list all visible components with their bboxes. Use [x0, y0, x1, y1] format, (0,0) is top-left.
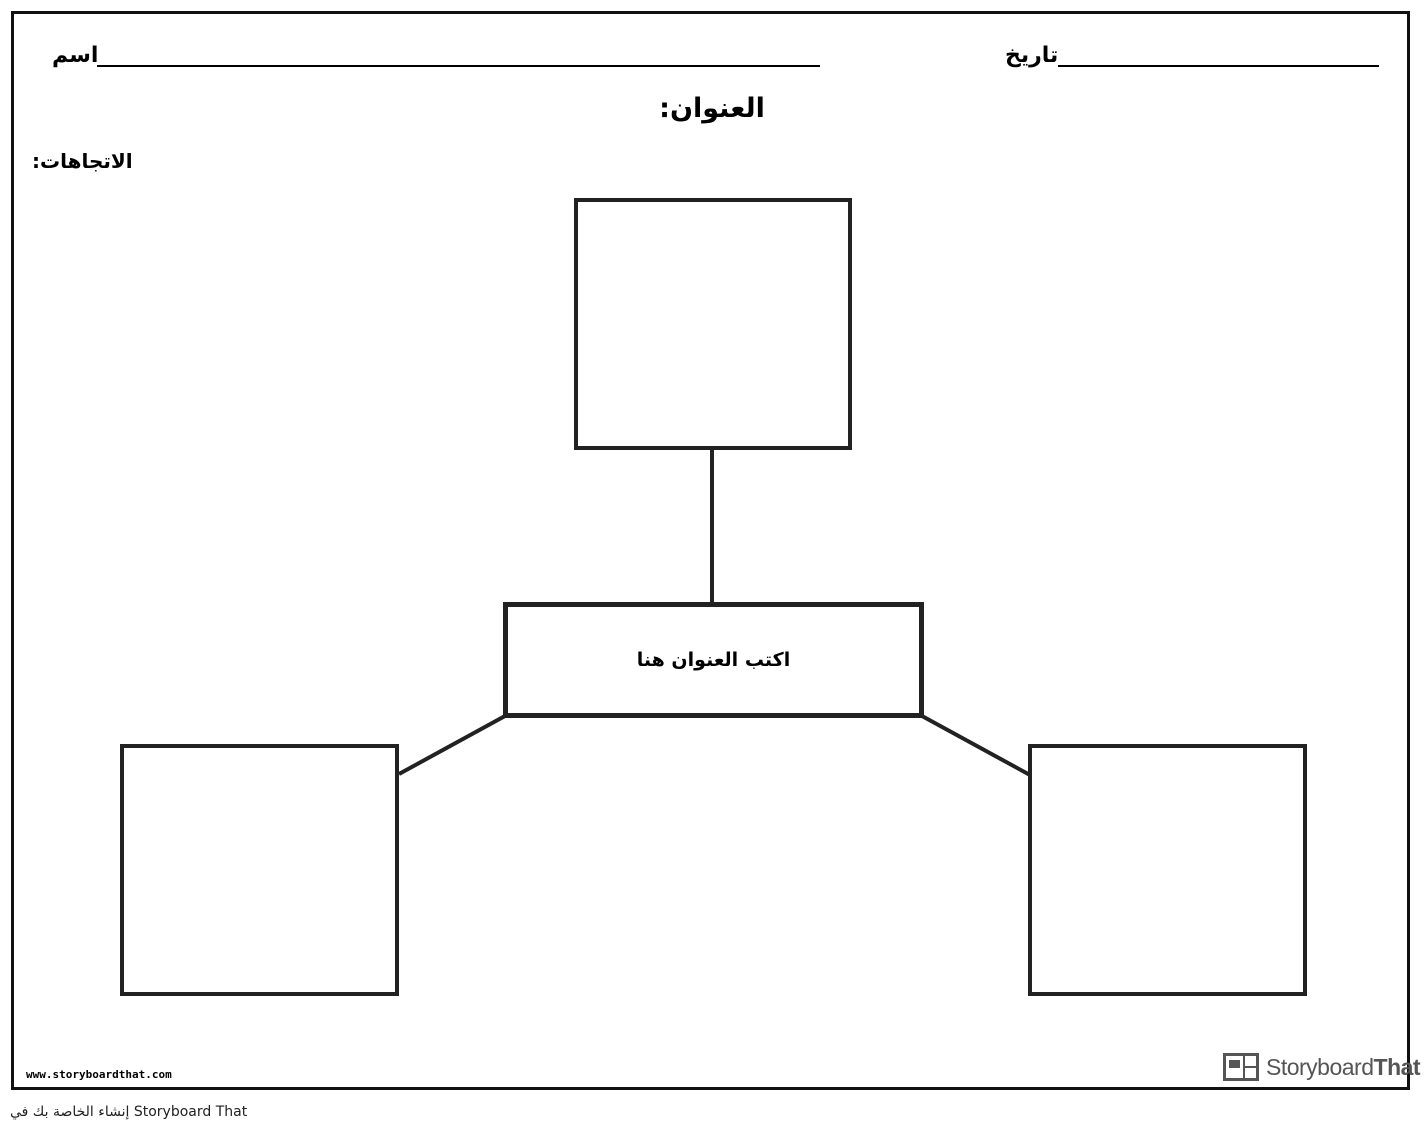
right-box[interactable] [1028, 744, 1307, 996]
brand-name-part1: Storyboard [1266, 1053, 1374, 1080]
name-label: اسم [52, 43, 99, 68]
credit-link[interactable]: إنشاء الخاصة بك في Storyboard That [10, 1104, 248, 1120]
connector-left [398, 714, 506, 776]
name-field-line[interactable] [97, 65, 820, 67]
center-title-text: اكتب العنوان هنا [636, 649, 791, 671]
storyboard-logo-icon [1223, 1053, 1259, 1081]
brand-logo: StoryboardThat [1222, 1052, 1421, 1082]
date-field-line[interactable] [1058, 65, 1379, 67]
connector-right [921, 714, 1031, 777]
brand-name: StoryboardThat [1266, 1053, 1421, 1081]
top-box[interactable] [574, 198, 852, 450]
date-label: تاريخ [1005, 43, 1059, 68]
directions-label: الاتجاهات: [32, 149, 133, 173]
page-title: العنوان: [659, 93, 765, 124]
center-title-box[interactable]: اكتب العنوان هنا [503, 602, 924, 718]
brand-name-part2: That [1373, 1053, 1421, 1080]
left-box[interactable] [120, 744, 399, 996]
footer-url: www.storyboardthat.com [26, 1068, 172, 1081]
